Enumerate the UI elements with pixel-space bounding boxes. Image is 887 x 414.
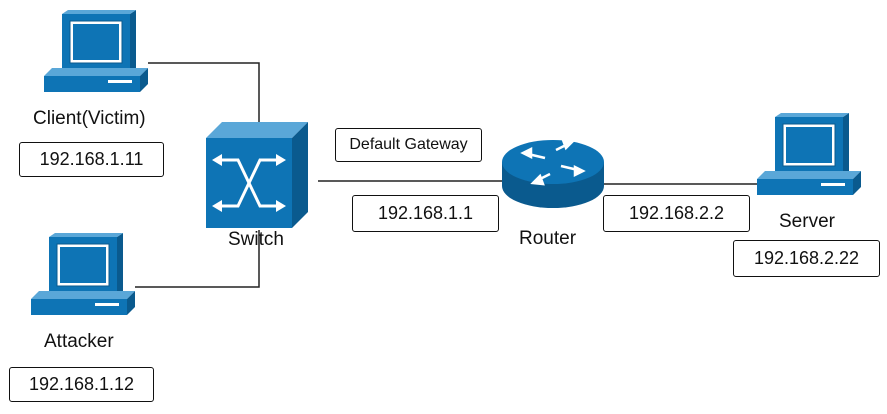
router-right-ip-box: 192.168.2.2	[603, 195, 750, 232]
connections	[135, 62, 760, 288]
client-label: Client(Victim)	[33, 108, 146, 129]
attacker-ip-box: 192.168.1.12	[9, 367, 154, 402]
network-switch-icon	[206, 122, 308, 228]
default-gateway-box: Default Gateway	[335, 128, 482, 162]
server-label: Server	[779, 211, 835, 232]
link-attacker-switch	[135, 230, 260, 288]
link-client-switch	[148, 62, 260, 122]
attacker-label: Attacker	[44, 331, 114, 352]
server-computer-icon	[757, 113, 861, 195]
client-ip-box: 192.168.1.11	[19, 142, 164, 177]
server-ip-box: 192.168.2.22	[733, 240, 880, 277]
client-computer-icon	[44, 10, 148, 92]
switch-label: Switch	[228, 229, 284, 250]
attacker-computer-icon	[31, 233, 135, 315]
router-icon	[502, 138, 604, 208]
router-label: Router	[519, 228, 577, 249]
router-left-ip-box: 192.168.1.1	[352, 195, 499, 232]
